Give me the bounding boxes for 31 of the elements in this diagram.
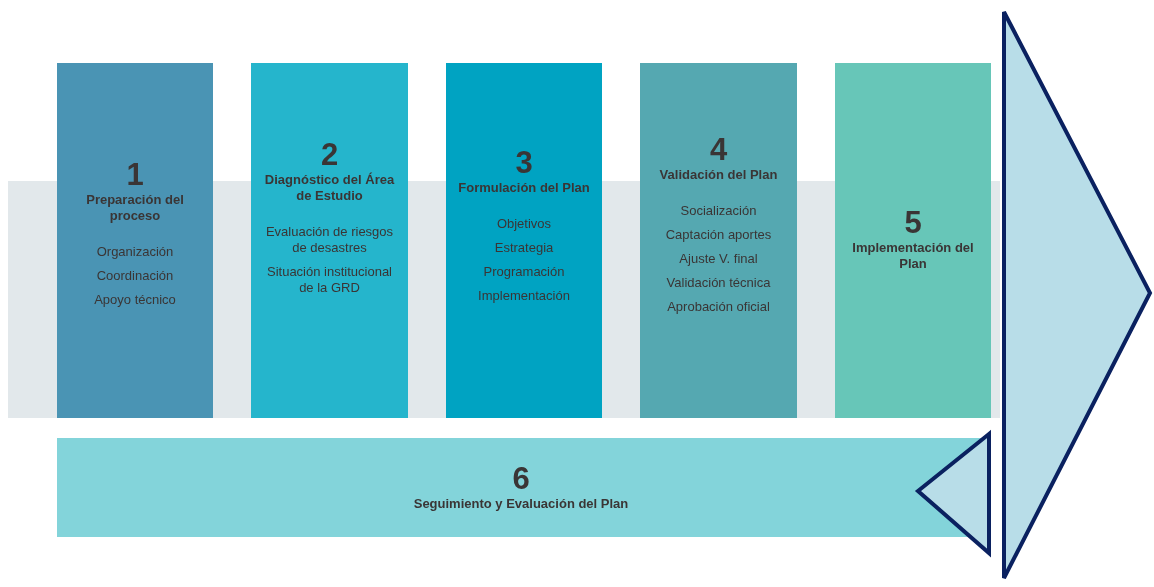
step-number: 4 (708, 133, 729, 167)
step-title: Diagnóstico del Área de Estudio (263, 172, 396, 204)
step-item: Organización (95, 244, 175, 260)
step-title: Validación del Plan (658, 167, 779, 183)
step-item: Programación (482, 264, 566, 280)
step-item: Aprobación oficial (666, 299, 771, 315)
step-item: Coordinación (95, 268, 175, 284)
step-item: Evaluación de riesgos de desastres (264, 224, 395, 256)
step-number: 3 (514, 146, 534, 180)
step-number: 1 (125, 158, 145, 192)
step-title: Seguimiento y Evaluación del Plan (412, 496, 630, 512)
step-title: Preparación del proceso (85, 192, 185, 224)
step-box (446, 63, 602, 418)
step-item: Ajuste V. final (678, 251, 759, 267)
step-number: 2 (319, 138, 340, 172)
step-box (251, 63, 408, 418)
step-item: Situación institucional de la GRD (266, 264, 393, 296)
step-title: Formulación del Plan (457, 180, 591, 196)
step-item: Estrategia (493, 240, 555, 256)
step-item: Socialización (679, 203, 758, 219)
step-item: Implementación (477, 288, 571, 304)
step-number: 6 (511, 462, 531, 496)
step-box (835, 63, 991, 418)
step-item: Objetivos (495, 216, 553, 232)
step-item: Validación técnica (665, 275, 772, 291)
step-number: 5 (903, 206, 923, 240)
step-box (57, 63, 213, 418)
step-title: Implementación del Plan (851, 240, 975, 272)
step-item: Apoyo técnico (93, 292, 177, 308)
step-item: Captación aportes (664, 227, 773, 243)
step-box (640, 63, 797, 418)
